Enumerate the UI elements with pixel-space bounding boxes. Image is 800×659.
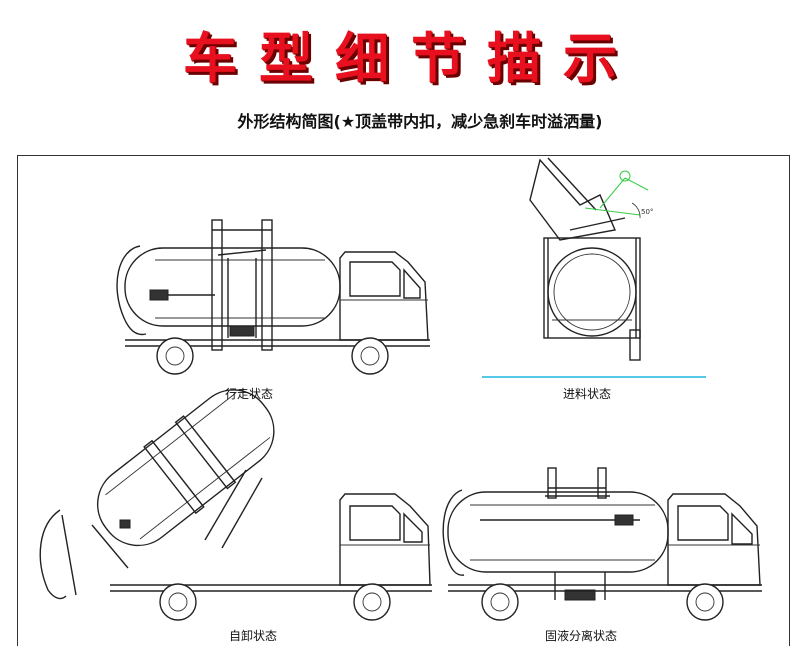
- rear-wheel: [156, 337, 194, 375]
- front-wheel: [351, 337, 389, 375]
- tilted-tank: [96, 389, 275, 547]
- cylinder-body: [614, 514, 634, 526]
- pivot-marker: [619, 170, 631, 182]
- lift-post-right: [261, 219, 273, 351]
- cylinder-body: [149, 289, 169, 301]
- lid-post-left: [547, 467, 557, 499]
- rear-wheel: [159, 583, 197, 621]
- rear-wheel: [481, 583, 519, 621]
- tipping-bin: [529, 158, 616, 241]
- cab-window: [349, 261, 401, 297]
- angle-label: 50°: [641, 208, 653, 216]
- diagram-subtitle: 外形结构简图(★顶盖带内扣，减少急刹车时溢洒量): [237, 112, 603, 131]
- truck-feeding-view: 50°: [482, 157, 706, 378]
- caption-dumping: 自卸状态: [229, 629, 278, 643]
- banner-title: 车型细节描示: [183, 27, 639, 90]
- lift-post-left: [211, 219, 223, 351]
- front-wheel: [686, 583, 724, 621]
- caption-separation: 固液分离状态: [545, 629, 618, 643]
- front-wheel: [353, 583, 391, 621]
- truck-dumping-view: [39, 389, 432, 621]
- rear-door: [116, 245, 147, 336]
- diagram-frame: [17, 155, 790, 646]
- truck-separation-view: [442, 467, 762, 621]
- caption-driving: 行走状态: [225, 387, 274, 401]
- truck-driving-view: [116, 219, 430, 375]
- tank-end: [547, 247, 637, 337]
- lid-post-right: [597, 467, 607, 499]
- tank-frame: [543, 237, 641, 339]
- open-rear-door: [39, 509, 67, 600]
- caption-feeding: 进料状态: [563, 387, 612, 401]
- angle-line: [584, 207, 641, 216]
